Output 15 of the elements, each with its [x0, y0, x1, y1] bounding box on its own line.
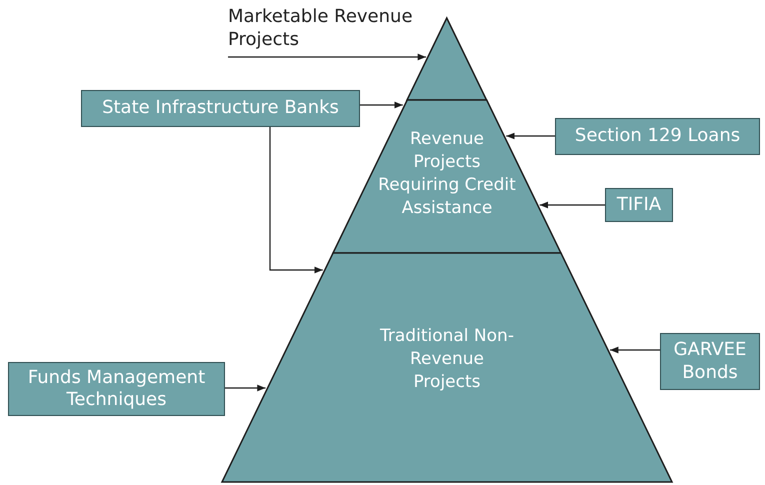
- arrow: [506, 132, 555, 140]
- funding-source-box: GARVEE Bonds: [660, 333, 760, 390]
- arrow: [228, 54, 426, 60]
- tier-label: Traditional Non-Revenue Projects: [379, 325, 515, 394]
- arrow: [269, 127, 323, 274]
- arrow: [360, 102, 403, 108]
- arrow: [610, 346, 660, 354]
- source-label: Marketable Revenue Projects: [228, 6, 438, 55]
- funding-source-box: Funds Management Techniques: [8, 362, 225, 416]
- arrow: [540, 202, 605, 208]
- funding-source-box: State Infrastructure Banks: [81, 90, 360, 127]
- funding-source-box: Section 129 Loans: [555, 118, 760, 155]
- tier-label: Revenue Projects Requiring Credit Assistance: [378, 128, 516, 220]
- funding-source-box: TIFIA: [605, 188, 673, 222]
- arrow: [225, 384, 266, 392]
